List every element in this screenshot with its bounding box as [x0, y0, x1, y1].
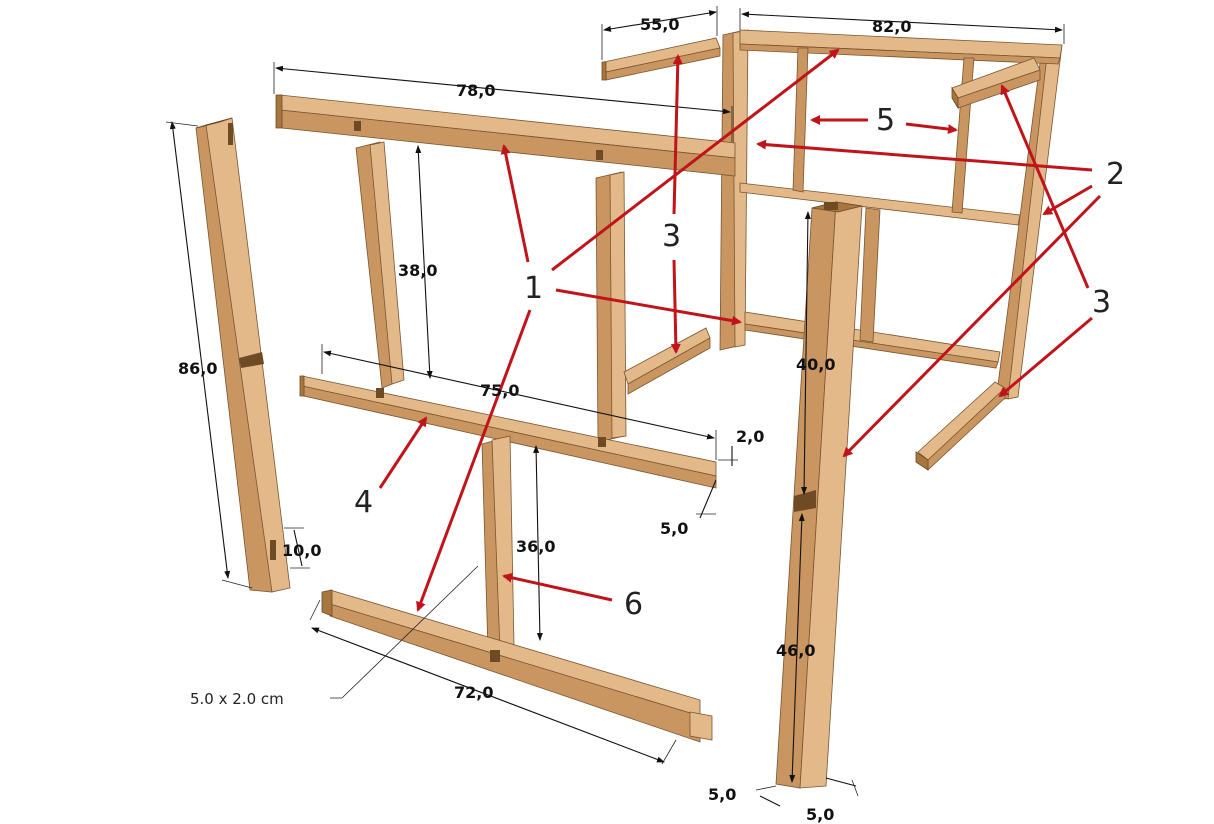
- side-rail: [623, 327, 711, 395]
- dim-5-left: 5,0: [708, 785, 736, 804]
- dimension-labels: 55,0 82,0 78,0 38,0 86,0 75,0 2,0 5,0 10…: [178, 15, 911, 824]
- dim-86: 86,0: [178, 359, 217, 378]
- bottom-rail: [321, 589, 713, 743]
- callout-3-center: 3: [662, 219, 681, 254]
- dim-78: 78,0: [456, 81, 495, 100]
- back-upper-stub: [951, 57, 1041, 110]
- callout-labels: 1 2 3 3 4 5 6: [354, 103, 1125, 622]
- dim-75: 75,0: [480, 381, 519, 400]
- callout-2: 2: [1106, 157, 1125, 192]
- back-frame: [719, 29, 1063, 401]
- dim-46: 46,0: [776, 641, 815, 660]
- dim-10: 10,0: [282, 541, 321, 560]
- front-left-slat: [355, 141, 405, 389]
- dim-2: 2,0: [736, 427, 764, 446]
- loose-leg: [195, 117, 291, 593]
- callout-3-right: 3: [1092, 285, 1111, 320]
- callout-1: 1: [524, 271, 543, 306]
- dim-5-small: 5,0: [660, 519, 688, 538]
- dim-55: 55,0: [640, 15, 679, 34]
- dim-38: 38,0: [398, 261, 437, 280]
- dim-36: 36,0: [516, 537, 555, 556]
- front-right-slat: [595, 171, 627, 443]
- cross-section-note: 5.0 x 2.0 cm: [190, 690, 284, 708]
- center-upright: [481, 435, 515, 653]
- dim-5-right: 5,0: [806, 805, 834, 824]
- top-cross-piece: [601, 37, 721, 81]
- dim-82: 82,0: [872, 17, 911, 36]
- callout-4: 4: [354, 485, 373, 520]
- callout-6: 6: [624, 587, 643, 622]
- dimension-lines: [165, 6, 1065, 807]
- callout-arrows: [378, 48, 1102, 612]
- top-long-rail: [275, 94, 736, 177]
- dim-72: 72,0: [454, 683, 493, 702]
- back-lower-rail: [915, 381, 1006, 471]
- dim-40: 40,0: [796, 355, 835, 374]
- front-leg: [775, 201, 863, 789]
- callout-5: 5: [876, 103, 895, 138]
